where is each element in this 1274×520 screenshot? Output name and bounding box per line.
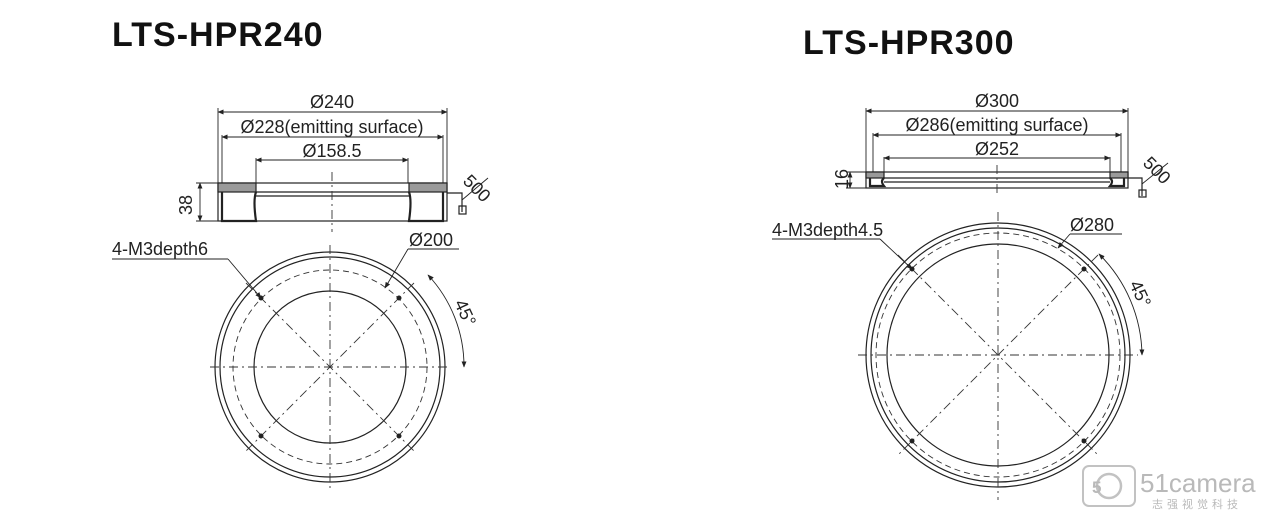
- left-hole-label: 4-M3depth6: [112, 239, 208, 259]
- right-dim-outer: Ø300: [975, 91, 1019, 111]
- right-dim-pcd: Ø280: [1070, 215, 1114, 235]
- right-dim-height: 16: [832, 169, 852, 189]
- left-model-title: LTS-HPR240: [112, 16, 324, 54]
- watermark-brand: 51camera: [1140, 468, 1256, 498]
- left-dim-pcd: Ø200: [409, 230, 453, 250]
- left-dim-emitting: Ø228(emitting surface): [240, 117, 423, 137]
- right-side-view: Ø300 Ø286(emitting surface) Ø252 16 500: [832, 91, 1175, 198]
- right-top-view: 4-M3depth4.5 Ø280 45°: [772, 212, 1155, 500]
- watermark-subtitle: 志强视觉科技: [1152, 497, 1242, 511]
- watermark-digit: 5: [1092, 478, 1101, 497]
- left-drawing: Ø240 Ø228(emitting surface) Ø158.5 38 50: [112, 92, 495, 490]
- right-hole-label: 4-M3depth4.5: [772, 220, 883, 240]
- left-dim-outer: Ø240: [310, 92, 354, 112]
- left-dim-inner: Ø158.5: [302, 141, 361, 161]
- left-angle: 45°: [450, 296, 480, 329]
- right-dim-inner: Ø252: [975, 139, 1019, 159]
- right-dim-emitting: Ø286(emitting surface): [905, 115, 1088, 135]
- watermark-logo: 5 51camera 志强视觉科技: [1082, 465, 1256, 511]
- right-dim-cable: 500: [1139, 153, 1174, 188]
- right-model-title: LTS-HPR300: [803, 24, 1015, 62]
- left-dim-cable: 500: [459, 171, 494, 206]
- left-side-view: Ø240 Ø228(emitting surface) Ø158.5 38 50: [176, 92, 495, 232]
- right-drawing: Ø300 Ø286(emitting surface) Ø252 16 500: [772, 91, 1175, 500]
- right-angle: 45°: [1125, 277, 1155, 310]
- left-dim-height: 38: [176, 195, 196, 215]
- left-top-view: 4-M3depth6 Ø200 45°: [112, 230, 480, 490]
